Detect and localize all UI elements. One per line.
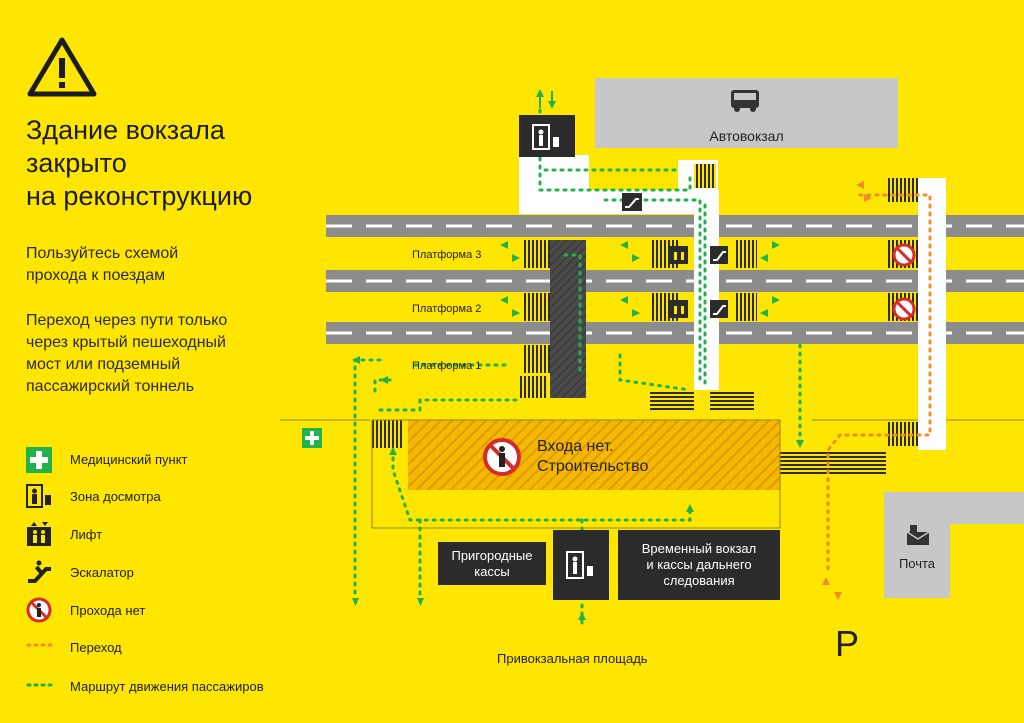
platform-label: Платформа 3 bbox=[412, 249, 482, 261]
security-check-icon bbox=[26, 484, 51, 508]
elevator-icon bbox=[670, 300, 688, 318]
escalator-icon bbox=[710, 246, 728, 264]
instruction-line: Переход через пути только bbox=[26, 312, 228, 329]
instruction-line: мост или подземный bbox=[26, 356, 181, 373]
legend-label: Эскалатор bbox=[70, 565, 134, 580]
instruction-line: прохода к поездам bbox=[26, 267, 166, 284]
bus-station-building: Автовокзал bbox=[595, 78, 898, 148]
elevator-icon bbox=[27, 522, 51, 546]
instruction-2: Переход через пути только через крытый п… bbox=[26, 310, 227, 398]
escalator-icon bbox=[28, 560, 51, 583]
legend-label: Лифт bbox=[70, 527, 103, 542]
suburban-tickets-line: кассы bbox=[474, 563, 510, 579]
construction-zone bbox=[408, 420, 780, 490]
instruction-line: через крытый пешеходный bbox=[26, 334, 226, 351]
legend-label: Прохода нет bbox=[70, 603, 146, 618]
temp-station-line: Временный вокзал bbox=[641, 541, 757, 556]
escalator-icon bbox=[622, 193, 642, 211]
station-square-label: Привокзальная площадь bbox=[497, 651, 648, 666]
suburban-tickets-line: Пригородные bbox=[451, 547, 533, 563]
legend-label: Зона досмотра bbox=[70, 489, 161, 504]
direction-arrows bbox=[352, 89, 804, 620]
bridge-security-check bbox=[519, 115, 575, 157]
platform-label: Платформа 2 bbox=[412, 303, 482, 315]
suburban-ticket-office: Пригородные кассы bbox=[438, 542, 546, 585]
instruction-1: Пользуйтесь схемой прохода к поездам bbox=[26, 243, 178, 287]
no-entry-icon bbox=[483, 438, 521, 476]
green-dotted-line bbox=[26, 683, 56, 687]
orange-dotted-line bbox=[26, 643, 56, 647]
platform-label: Платформа 1 bbox=[412, 360, 482, 372]
right-walkway bbox=[780, 178, 946, 476]
construction-line: Входа нет. bbox=[537, 438, 614, 455]
temp-station-line: и кассы дальнего bbox=[646, 557, 752, 572]
legend-label: Маршрут движения пассажиров bbox=[70, 679, 264, 694]
bus-icon bbox=[731, 90, 759, 112]
crossing-route bbox=[826, 193, 932, 572]
no-entry-icon bbox=[26, 597, 52, 623]
title-line: Здание вокзала bbox=[26, 115, 225, 145]
bus-station-label: Автовокзал bbox=[709, 128, 784, 144]
notice-title: Здание вокзала закрыто на реконструкцию bbox=[26, 114, 252, 213]
instruction-line: Пользуйтесь схемой bbox=[26, 245, 179, 262]
post-office-building bbox=[884, 492, 1024, 598]
legend-label: Медицинский пункт bbox=[70, 452, 188, 467]
medical-cross-icon bbox=[302, 428, 322, 448]
medical-cross-icon bbox=[26, 447, 52, 473]
tracks bbox=[326, 215, 1024, 344]
entrance-security-check bbox=[553, 530, 609, 600]
construction-label: Входа нет. Строительство bbox=[537, 437, 648, 477]
temp-station-line: следования bbox=[663, 573, 735, 588]
parking-sign: P bbox=[835, 623, 860, 664]
no-entry-icon bbox=[892, 297, 916, 321]
title-line: закрыто bbox=[26, 148, 127, 178]
elevator-icon bbox=[670, 246, 688, 264]
post-office-label: Почта bbox=[898, 556, 936, 571]
no-entry-icon bbox=[892, 243, 916, 267]
title-line: на реконструкцию bbox=[26, 181, 253, 211]
construction-line: Строительство bbox=[537, 458, 649, 475]
warning-triangle-icon bbox=[27, 37, 97, 97]
legend-label: Переход bbox=[70, 640, 122, 655]
instruction-line: пассажирский тоннель bbox=[26, 378, 195, 395]
mail-icon bbox=[906, 525, 930, 545]
escalator-icon bbox=[710, 300, 728, 318]
temporary-station: Временный вокзал и кассы дальнего следов… bbox=[618, 530, 780, 600]
security-check-icon bbox=[532, 124, 559, 150]
security-check-icon bbox=[566, 551, 593, 579]
